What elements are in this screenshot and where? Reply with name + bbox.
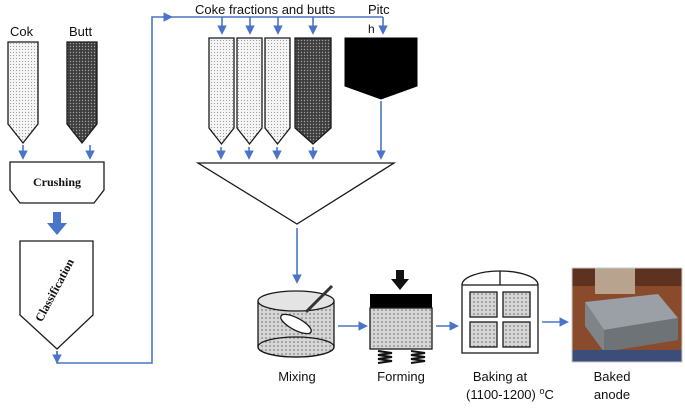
forming-label: Forming xyxy=(377,369,425,384)
pitch-tank xyxy=(344,37,418,100)
butts-fraction-silo xyxy=(294,37,332,145)
classifier xyxy=(19,240,94,350)
baking-temp-label: (1100-1200) oC xyxy=(466,386,554,402)
press-springs xyxy=(377,350,426,364)
mixing-hopper xyxy=(195,162,397,225)
crusher xyxy=(9,161,105,204)
butts-silo xyxy=(66,41,98,145)
mixing-label: Mixing xyxy=(278,369,316,384)
mixer xyxy=(257,284,335,358)
baked-anode-label-cont: anode xyxy=(594,387,630,402)
baked-anode-label: Baked xyxy=(594,369,631,384)
fraction-silo-1 xyxy=(208,37,235,146)
press-plate xyxy=(370,294,432,308)
pitch-label-cont: h xyxy=(368,22,375,36)
baking-furnace xyxy=(461,270,539,354)
crushing-label: Crushing xyxy=(33,175,81,189)
mixer-shaft xyxy=(304,284,334,314)
fraction-silo-3 xyxy=(264,37,291,146)
fraction-silo-2 xyxy=(236,37,263,146)
green-anode-mold xyxy=(369,307,433,350)
baking-label: Baking at xyxy=(473,369,528,384)
mixer-paddle xyxy=(280,313,312,335)
press-force-arrow xyxy=(391,270,409,290)
baked-anode-photo xyxy=(571,267,683,363)
butts-label: Butt xyxy=(69,24,93,39)
pitch-label: Pitc xyxy=(368,2,390,17)
coke-label: Cok xyxy=(10,24,34,39)
coke-fractions-label: Coke fractions and butts xyxy=(195,2,336,17)
crusher-to-classifier-arrow xyxy=(47,212,67,235)
coke-silo xyxy=(7,41,39,145)
